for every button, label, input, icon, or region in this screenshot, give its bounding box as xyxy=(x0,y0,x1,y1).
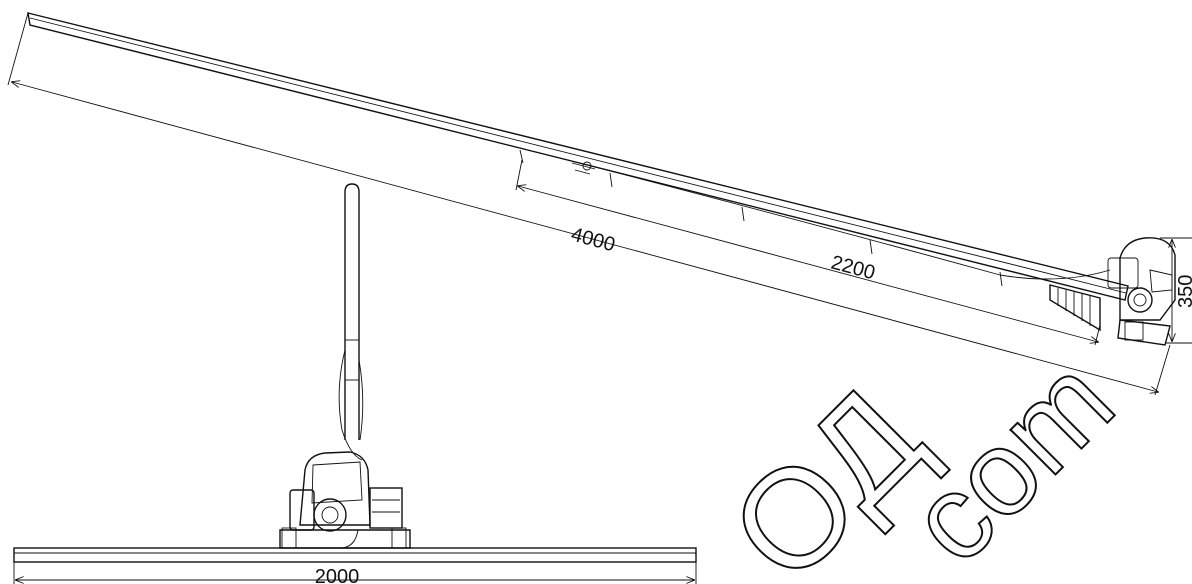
dimension-head-height: 350 xyxy=(1160,237,1192,344)
inclined-boom xyxy=(27,12,1129,301)
dimension-label-total-length: 4000 xyxy=(569,224,618,257)
base-plate xyxy=(13,547,697,563)
watermark-text-2: com xyxy=(884,333,1139,584)
watermark: ОД com xyxy=(699,332,1139,584)
dimension-base-width: 2000 xyxy=(13,562,697,584)
dimension-total-length: 4000 xyxy=(7,12,1171,396)
dimension-label-head-height: 350 xyxy=(1175,275,1192,308)
vertical-mast xyxy=(338,183,364,461)
dimension-label-base-width: 2000 xyxy=(315,566,360,584)
dimension-label-shaft-length: 2200 xyxy=(829,252,878,285)
engine-unit-vertical xyxy=(279,451,411,549)
